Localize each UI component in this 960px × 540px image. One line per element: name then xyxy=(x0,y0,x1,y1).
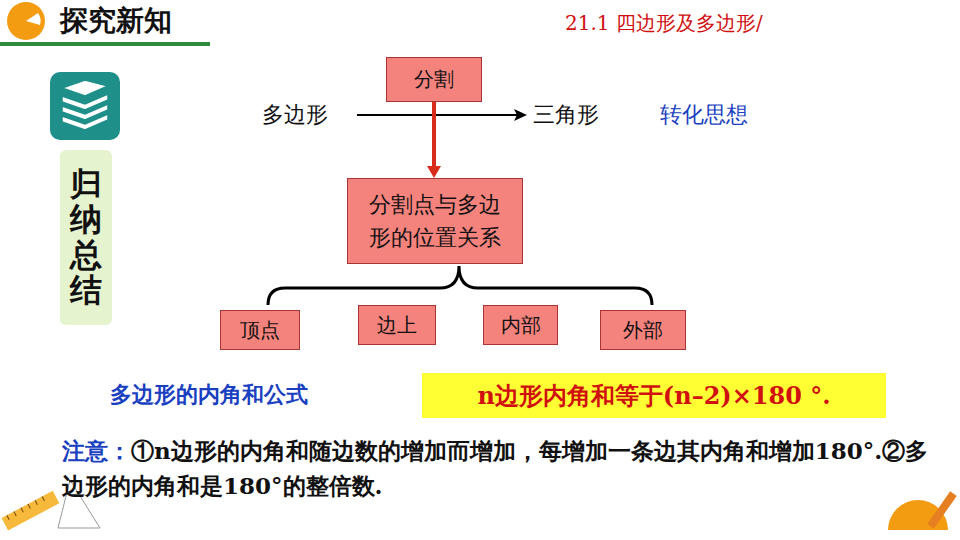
book-icon xyxy=(50,72,120,140)
idea-label: 转化思想 xyxy=(660,100,748,130)
process-box: 分割点与多边形的位置关系 xyxy=(347,178,523,264)
node-text: 外部 xyxy=(623,317,663,344)
node-text: n边形内角和等于(n–2)×180 °. xyxy=(477,380,830,412)
process-box: 分割 xyxy=(386,57,482,102)
node-text: 归纳总结 xyxy=(70,167,102,308)
summary-band: 归纳总结 xyxy=(60,150,112,325)
case-box: 顶点 xyxy=(220,310,300,350)
brace xyxy=(268,266,652,305)
header-icon-cut xyxy=(26,13,41,25)
header-icon xyxy=(7,2,45,40)
header-rule xyxy=(0,42,210,46)
case-box: 外部 xyxy=(600,310,686,350)
section-title: 21.1 四边形及多边形/ xyxy=(565,10,763,37)
case-box: 内部 xyxy=(483,305,558,345)
book-stack xyxy=(62,80,108,130)
node-text: 分割 xyxy=(414,66,454,93)
note-block: 注意：①n边形的内角和随边数的增加而增加，每增加一条边其内角和增加180°.②多… xyxy=(62,434,942,503)
node-text: 顶点 xyxy=(240,317,280,344)
term-label: 三角形 xyxy=(533,100,599,130)
formula-box: n边形内角和等于(n–2)×180 °. xyxy=(422,373,886,418)
transform-arrowhead xyxy=(514,109,527,121)
flow-arrow xyxy=(427,102,441,178)
note-text: ①n边形的内角和随边数的增加而增加，每增加一条边其内角和增加180°.②多边形的… xyxy=(62,437,928,499)
case-box: 边上 xyxy=(358,305,436,345)
ruler-icon xyxy=(2,491,60,531)
term-label: 多边形 xyxy=(262,100,328,130)
transform-arrow xyxy=(357,114,518,116)
slide-title: 探究新知 xyxy=(60,2,172,40)
node-text: 分割点与多边形的位置关系 xyxy=(365,188,505,254)
note-heading: 注意： xyxy=(62,437,131,464)
node-text: 边上 xyxy=(377,312,417,339)
node-text: 内部 xyxy=(501,312,541,339)
formula-label: 多边形的内角和公式 xyxy=(110,380,308,410)
pencil-icon xyxy=(927,491,956,528)
